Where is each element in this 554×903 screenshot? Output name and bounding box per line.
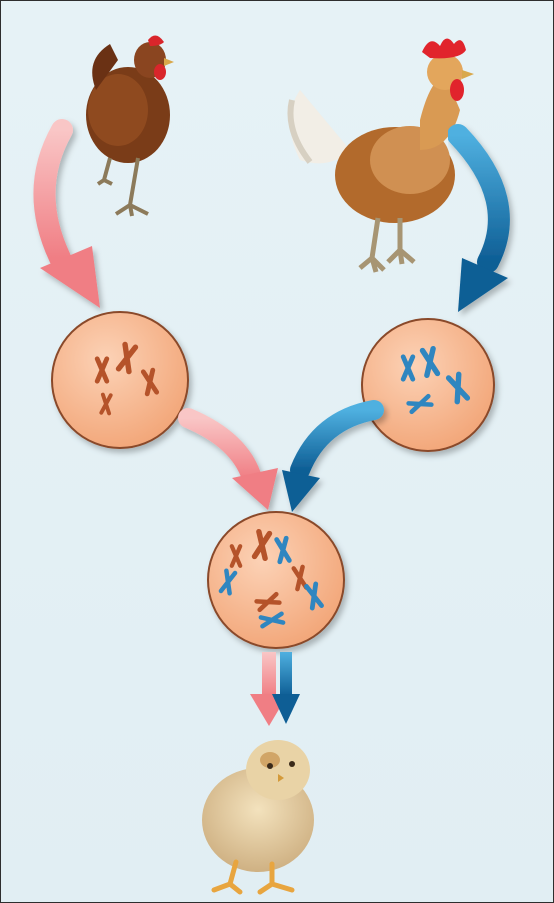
paternal-arrow-2: [282, 410, 374, 512]
chick-icon: [202, 740, 314, 892]
rooster-icon: [290, 38, 474, 272]
rooster-gamete-cell: [362, 319, 494, 451]
maternal-arrow-1: [40, 130, 100, 308]
paternal-arrow-1: [458, 135, 508, 312]
hen-icon: [86, 35, 174, 216]
maternal-arrow-2: [188, 418, 278, 510]
hen-gamete-cell: [52, 312, 188, 448]
